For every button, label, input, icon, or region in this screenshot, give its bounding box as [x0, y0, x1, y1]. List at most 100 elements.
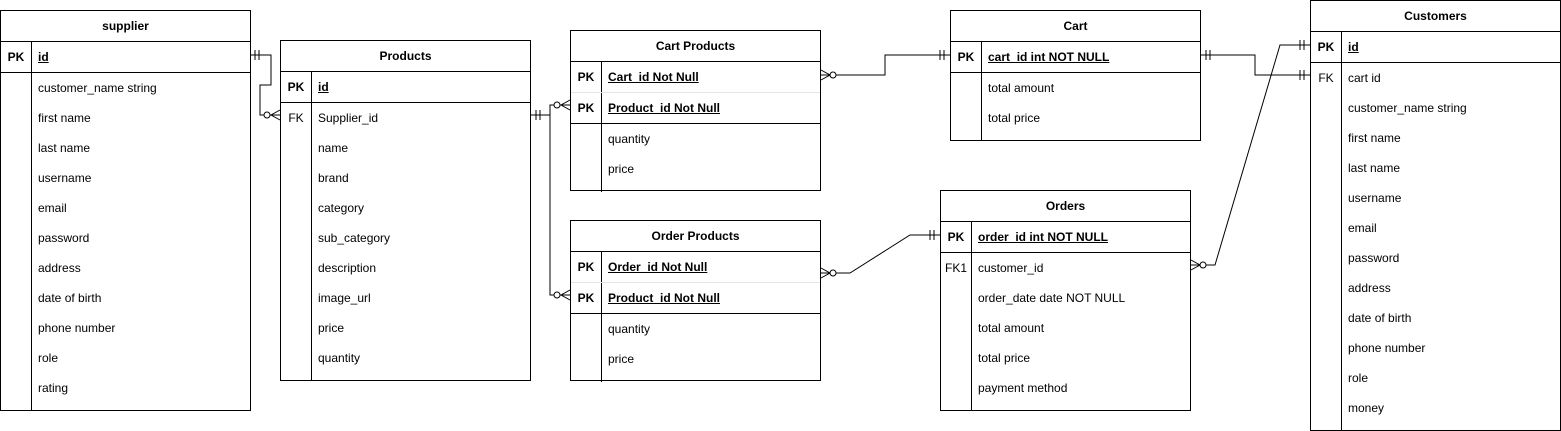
- attribute-name: quantity: [318, 351, 361, 365]
- attribute-row: price: [571, 344, 820, 374]
- attribute-row: username: [1, 163, 250, 193]
- attribute-name: name: [318, 141, 349, 155]
- one-marker: [939, 50, 945, 60]
- attribute-name: description: [318, 261, 377, 275]
- key-section: PK Order_id Not Null PK Product_id Not N…: [571, 252, 820, 314]
- attribute-row: username: [1311, 183, 1560, 213]
- key-field: id: [38, 50, 49, 64]
- key-label: PK: [957, 50, 975, 64]
- attribute-row: brand: [281, 163, 530, 193]
- attribute-name: cart id: [1348, 71, 1381, 85]
- attribute-name: total price: [988, 111, 1041, 125]
- key-field: id: [318, 80, 329, 94]
- attribute-name: customer_id: [978, 261, 1044, 275]
- table-title: Cart Products: [571, 31, 820, 62]
- zero-marker: [829, 269, 837, 277]
- attribute-name: total price: [978, 351, 1031, 365]
- attribute-name: payment method: [978, 381, 1068, 395]
- relation-cart-customers: [1201, 54, 1310, 76]
- attribute-row: first name: [1311, 123, 1560, 153]
- attribute-row: total price: [951, 103, 1200, 133]
- key-section: PK order_id int NOT NULL: [941, 222, 1190, 253]
- attribute-row: category: [281, 193, 530, 223]
- zero-many-marker: [559, 289, 571, 301]
- attribute-name: email: [1348, 221, 1377, 235]
- key-label: PK: [577, 70, 595, 84]
- key-label: PK: [287, 80, 305, 94]
- table-title: Order Products: [571, 221, 820, 252]
- key-field: Product_id Not Null: [608, 101, 720, 115]
- table-order-products[interactable]: Order Products PK Order_id Not Null PK P…: [570, 220, 821, 382]
- key-row: PK id: [281, 72, 530, 102]
- relation-products-order-products: [549, 115, 570, 296]
- key-row: PK order_id int NOT NULL: [941, 222, 1190, 252]
- table-title: Products: [281, 41, 530, 72]
- attribute-row: first name: [1, 103, 250, 133]
- relation-orders-order-products: [821, 234, 940, 274]
- zero-marker: [263, 111, 271, 119]
- attribute-row: image_url: [281, 283, 530, 313]
- key-section: PK Cart_id Not Null PK Product_id Not Nu…: [571, 62, 820, 124]
- key-section: PK id: [1, 42, 250, 73]
- zero-marker: [553, 291, 561, 299]
- attribute-row: order_date date NOT NULL: [941, 283, 1190, 313]
- attribute-name: rating: [38, 381, 69, 395]
- attribute-row: last name: [1, 133, 250, 163]
- attribute-row: role: [1311, 363, 1560, 393]
- attribute-name: total amount: [988, 81, 1055, 95]
- key-label: PK: [947, 230, 965, 244]
- attribute-name: phone number: [38, 321, 116, 335]
- key-row: PK Order_id Not Null: [571, 252, 820, 282]
- key-label: PK: [577, 101, 595, 115]
- attribute-row: total amount: [951, 73, 1200, 103]
- table-title: supplier: [1, 11, 250, 42]
- key-row: PK id: [1, 42, 250, 72]
- attribute-name: role: [1348, 371, 1369, 385]
- key-section: PK id: [281, 72, 530, 103]
- key-field: Order_id Not Null: [608, 260, 708, 274]
- attribute-name: customer_name string: [1348, 101, 1467, 115]
- fk-label: FK: [288, 111, 304, 125]
- table-supplier[interactable]: supplier PK id customer_name string firs…: [0, 10, 251, 411]
- key-row: PK id: [1311, 32, 1560, 62]
- key-field: Product_id Not Null: [608, 291, 720, 305]
- attribute-name: money: [1348, 401, 1385, 415]
- attribute-row: quantity: [571, 314, 820, 344]
- attribute-row: last name: [1311, 153, 1560, 183]
- table-cart-products[interactable]: Cart Products PK Cart_id Not Null PK Pro…: [570, 30, 821, 192]
- attribute-row: role: [1, 343, 250, 373]
- attribute-section: quantity price: [571, 124, 820, 192]
- attribute-row: customer_name string: [1, 73, 250, 103]
- attribute-row: quantity: [571, 124, 820, 154]
- key-row: PK Cart_id Not Null: [571, 62, 820, 92]
- attribute-name: first name: [38, 111, 91, 125]
- attribute-section: quantity price: [571, 314, 820, 382]
- table-cart[interactable]: Cart PK cart_id int NOT NULL total amoun…: [950, 10, 1201, 141]
- attribute-name: last name: [1348, 161, 1401, 175]
- attribute-row: quantity: [281, 343, 530, 373]
- attribute-row: price: [281, 313, 530, 343]
- attribute-row: email: [1, 193, 250, 223]
- zero-marker: [553, 101, 561, 109]
- relation-supplier-products: [251, 54, 280, 116]
- key-row: PK Product_id Not Null: [571, 92, 820, 123]
- key-label: PK: [577, 291, 595, 305]
- one-marker: [1205, 50, 1211, 60]
- attribute-name: date of birth: [1348, 311, 1412, 325]
- zero-many-marker: [820, 267, 832, 279]
- attribute-name: price: [608, 162, 635, 176]
- attribute-row: sub_category: [281, 223, 530, 253]
- attribute-name: username: [38, 171, 92, 185]
- zero-marker: [1199, 261, 1207, 269]
- attribute-name: email: [38, 201, 67, 215]
- attribute-row: date of birth: [1311, 303, 1560, 333]
- attribute-name: category: [318, 201, 365, 215]
- attribute-row: description: [281, 253, 530, 283]
- attribute-row: payment method: [941, 373, 1190, 403]
